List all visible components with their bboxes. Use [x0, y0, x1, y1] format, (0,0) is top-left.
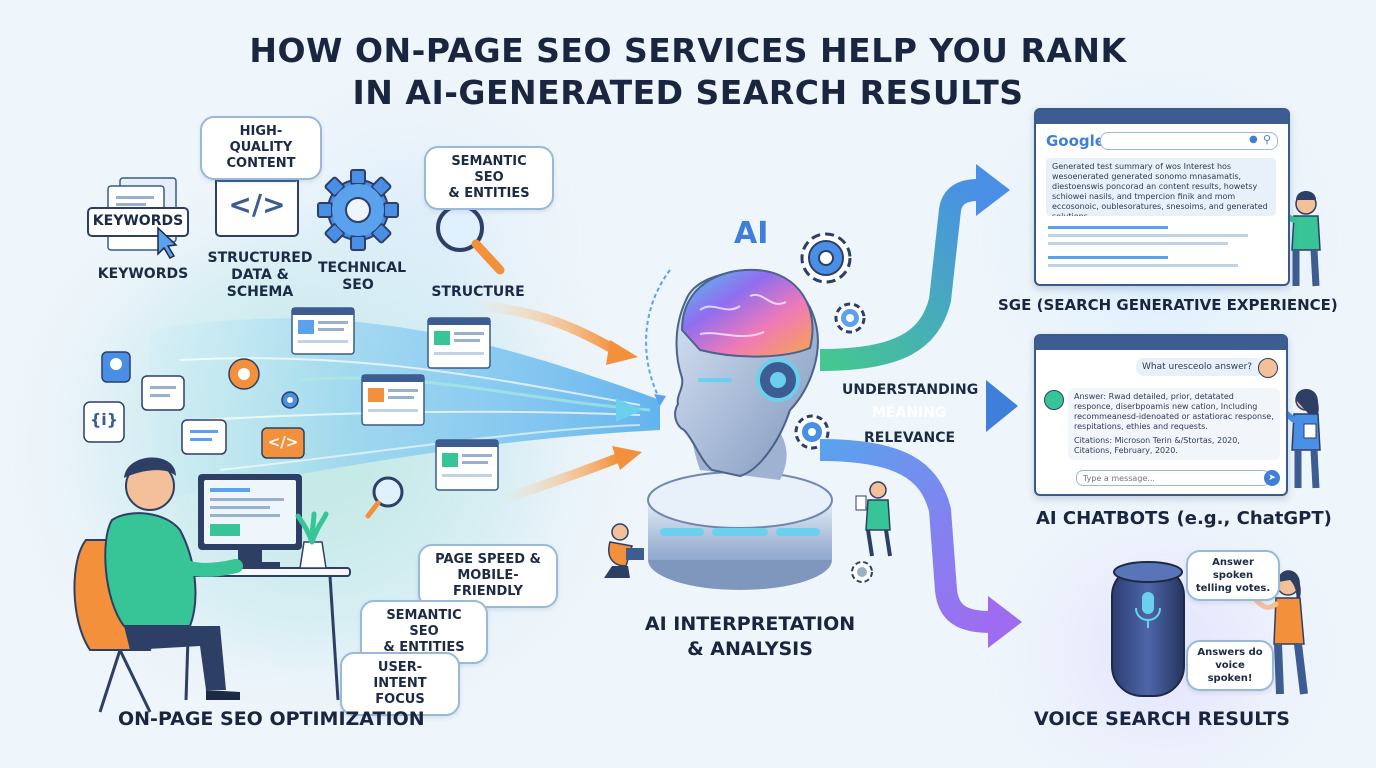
voice-bubble-bottom-line-1: Answers do [1197, 647, 1263, 658]
bubble-semantic-bottom-line-1: SEMANTIC SEO [386, 608, 462, 639]
keywords-sign: KEYWORDS [92, 213, 184, 229]
flow-label-meaning: MEANING [872, 405, 947, 421]
voice-bubble-top-line-2: telling votes. [1195, 583, 1271, 594]
ai-interpretation-line-1: AI INTERPRETATION [644, 613, 856, 635]
flow-label-relevance: RELEVANCE [864, 430, 956, 446]
voice-bubble-top-line-1: Answer spoken [1212, 557, 1254, 581]
result-line [1048, 256, 1168, 259]
section-label-chatbots: AI CHATBOTS (e.g., ChatGPT) [1036, 508, 1332, 529]
result-line [1048, 226, 1168, 229]
structured-data-line-1: STRUCTURED [207, 250, 313, 266]
result-line [1048, 264, 1238, 267]
keywords-label: KEYWORDS [97, 266, 189, 282]
flow-label-understanding: UNDERSTANDING [842, 382, 979, 398]
ai-interpretation-line-2: & ANALYSIS [687, 638, 813, 660]
title-line-1: HOW ON-PAGE SEO SERVICES HELP YOU RANK [249, 31, 1127, 70]
section-label-voice: VOICE SEARCH RESULTS [1034, 708, 1290, 730]
bubble-page-speed-line-2: MOBILE-FRIENDLY [453, 568, 523, 599]
structured-data-label: STRUCTURED DATA & SCHEMA [200, 250, 320, 301]
chatbot-answer-text: Answer: Rwad detailed, prior, detatated … [1074, 392, 1274, 431]
bubble-semantic-bottom-line-2: & ENTITIES [383, 640, 465, 655]
bubble-high-quality-content: HIGH-QUALITY CONTENT [200, 116, 322, 180]
bubble-page-speed-line-1: PAGE SPEED & [435, 552, 541, 567]
section-label-sge: SGE (SEARCH GENERATIVE EXPERIENCE) [998, 296, 1338, 314]
user-avatar [1258, 358, 1278, 378]
chatbot-window: What uresceolo answer? Answer: Rwad deta… [1034, 334, 1288, 496]
voice-bubble-bottom-line-2: voice spoken! [1207, 660, 1253, 684]
result-line [1048, 242, 1228, 245]
section-label-ai-interpretation: AI INTERPRETATION & ANALYSIS [620, 612, 880, 662]
bubble-semantic-top-line-2: & ENTITIES [448, 186, 530, 201]
sge-summary-box: Generated test summary of wos Interest h… [1046, 158, 1276, 216]
voice-bubble-top: Answer spoken telling votes. [1186, 550, 1280, 601]
bubble-semantic-top-line-1: SEMANTIC SEO [451, 154, 527, 185]
technical-seo-line-2: SEO [342, 277, 374, 293]
structured-data-line-2: DATA & SCHEMA [226, 267, 294, 300]
section-label-on-page-seo: ON-PAGE SEO OPTIMIZATION [118, 708, 425, 730]
chat-message-input[interactable] [1076, 470, 1270, 486]
chatbot-citations: Citations: Microson Terin &/Stortas, 202… [1074, 436, 1240, 455]
structure-label: STRUCTURE [431, 284, 525, 300]
search-icon[interactable]: ⚲ [1263, 133, 1272, 146]
page-title: HOW ON-PAGE SEO SERVICES HELP YOU RANK I… [0, 30, 1376, 114]
technical-seo-label: TECHNICAL SEO [318, 260, 407, 294]
bubble-user-intent-line-1: USER-INTENT [373, 660, 427, 691]
bubble-page-speed: PAGE SPEED & MOBILE-FRIENDLY [418, 544, 558, 608]
chatgpt-logo-icon [1044, 390, 1064, 410]
chatbot-answer: Answer: Rwad detailed, prior, detatated … [1068, 388, 1280, 460]
bubble-high-quality-line-1: HIGH-QUALITY [229, 124, 293, 155]
microphone-icon[interactable]: ● [1249, 134, 1258, 145]
ai-badge-text: AI [734, 216, 769, 251]
code-icon: </> [228, 188, 286, 221]
result-line [1048, 234, 1248, 237]
send-button[interactable]: ➤ [1264, 470, 1280, 486]
search-input[interactable]: ● ⚲ [1100, 132, 1278, 150]
technical-seo-line-1: TECHNICAL [318, 260, 407, 276]
user-question-bubble: What uresceolo answer? [1136, 358, 1264, 376]
google-logo: Google [1046, 132, 1105, 150]
code-badge-icon: </> [267, 433, 299, 451]
braces-icon: {i} [89, 410, 119, 429]
bubble-user-intent-line-2: FOCUS [375, 692, 425, 707]
bubble-high-quality-line-2: CONTENT [226, 156, 296, 171]
sge-search-window: Google ● ⚲ Generated test summary of wos… [1034, 108, 1290, 286]
bubble-user-intent: USER-INTENT FOCUS [340, 652, 460, 716]
window-title-bar [1036, 110, 1288, 124]
title-line-2: IN AI-GENERATED SEARCH RESULTS [352, 73, 1024, 112]
bubble-semantic-seo-top: SEMANTIC SEO & ENTITIES [424, 146, 554, 210]
voice-bubble-bottom: Answers do voice spoken! [1186, 640, 1274, 691]
window-title-bar [1036, 336, 1286, 350]
